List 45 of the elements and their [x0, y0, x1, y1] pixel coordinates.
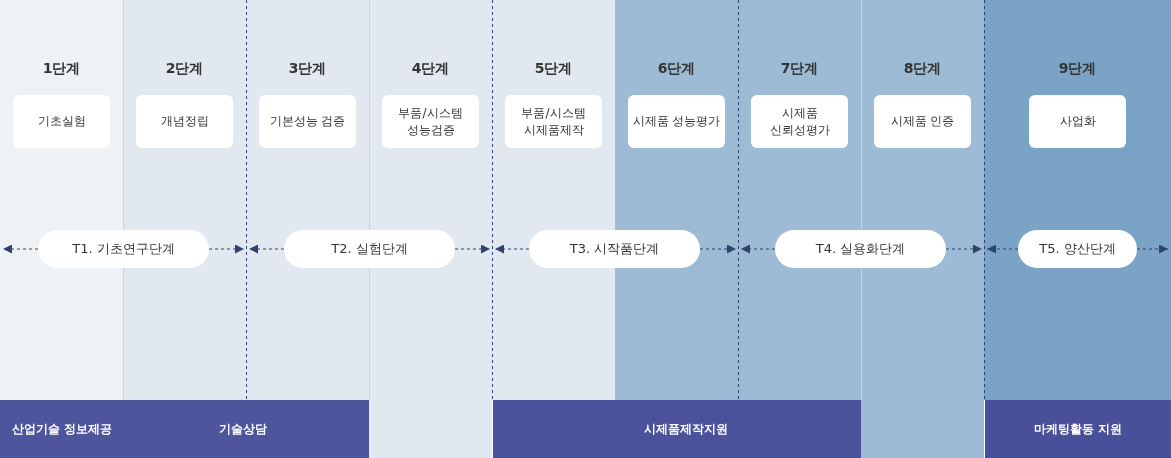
stage-heading: 6단계: [656, 59, 697, 77]
dotted-arrow: [740, 244, 776, 254]
phase-pill: [284, 230, 455, 268]
stage-heading: 9단계: [1057, 59, 1098, 77]
phase-pill: [775, 230, 946, 268]
support-bar: [985, 400, 1171, 458]
stage-label: 시제품 인증: [889, 112, 956, 130]
stage-heading: 7단계: [779, 59, 820, 77]
phase-label: T2. 실험단계: [331, 240, 408, 258]
phase-label: T3. 시작품단계: [569, 240, 660, 258]
dotted-arrow: [2, 244, 39, 254]
stage-label: 부품/시스템 성능검증: [397, 104, 464, 139]
dotted-arrow: [699, 244, 737, 254]
stage-heading: 3단계: [287, 59, 328, 77]
support-bar: [0, 400, 369, 458]
stage-label: 시제품 성능평가: [631, 112, 722, 130]
dotted-arrow: [248, 244, 285, 254]
stage-heading: 1단계: [41, 59, 82, 77]
dotted-arrow: [986, 244, 1019, 254]
support-label: 기술상담: [219, 421, 267, 438]
dotted-arrow: [454, 244, 491, 254]
dotted-arrow: [208, 244, 245, 254]
stage-label: 부품/시스템 시제품제작: [520, 104, 587, 139]
phase-label: T5. 양산단계: [1039, 240, 1116, 258]
phase-pill: [38, 230, 209, 268]
dotted-arrow: [945, 244, 983, 254]
support-label: 마케팅활동 지원: [1034, 421, 1122, 438]
dotted-arrow: [494, 244, 530, 254]
stage-heading: 5단계: [533, 59, 574, 77]
stage-heading: 8단계: [902, 59, 943, 77]
dotted-arrow: [1136, 244, 1169, 254]
stage-heading: 4단계: [410, 59, 451, 77]
phase-label: T1. 기초연구단계: [72, 240, 175, 258]
stage-label: 시제품 신뢰성평가: [768, 104, 831, 139]
stage-label: 기본성능 검증: [268, 112, 347, 130]
phase-label: T4. 실용화단계: [815, 240, 906, 258]
stage-label: 개념정립: [159, 112, 210, 130]
stage-label: 사업화: [1058, 112, 1097, 130]
stage-heading: 2단계: [164, 59, 205, 77]
phase-pill: [529, 230, 700, 268]
phase-pill: [1018, 230, 1137, 268]
support-label: 산업기술 정보제공: [12, 421, 112, 438]
support-bar: [493, 400, 861, 458]
support-label: 시제품제작지원: [644, 421, 728, 438]
stage-label: 기초실험: [36, 112, 87, 130]
